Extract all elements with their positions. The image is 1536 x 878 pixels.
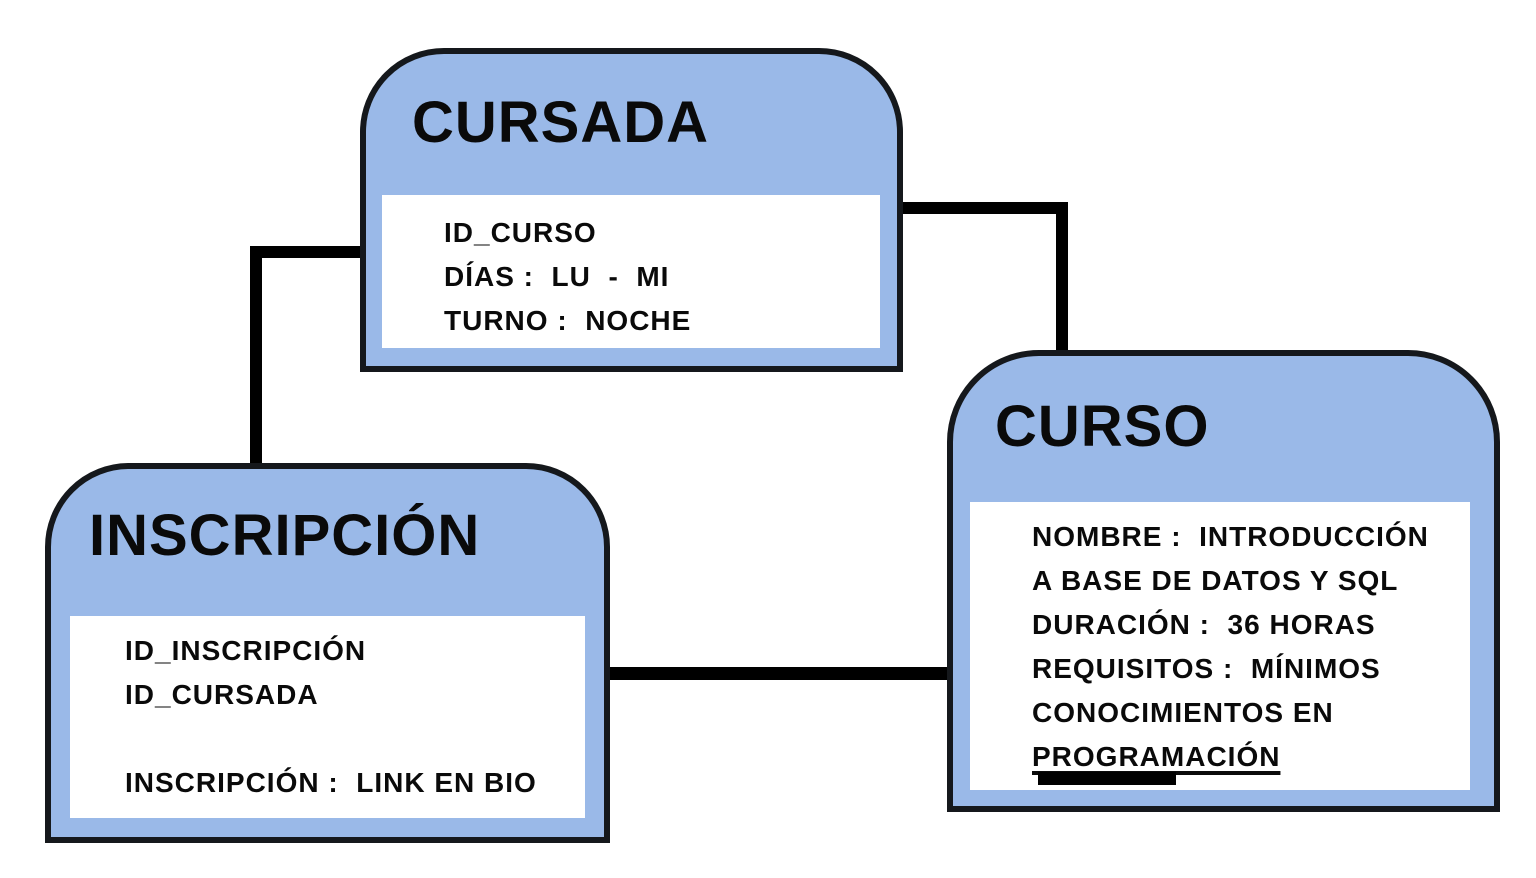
underlined-word-programacion: PROGRAMACIÓN: [1032, 741, 1281, 772]
field-nombre-line1: NOMBRE : INTRODUCCIÓN: [1032, 521, 1429, 552]
connector-cursada-curso-vertical: [1056, 202, 1068, 352]
field-id-inscripcion: ID_INSCRIPCIÓN: [125, 635, 367, 666]
entity-inscripcion-attributes: ID_INSCRIPCIÓN ID_CURSADA INSCRIPCIÓN : …: [70, 616, 585, 818]
connector-cursada-inscripcion-horizontal: [250, 246, 362, 258]
field-requisitos-line2: CONOCIMIENTOS EN: [1032, 697, 1334, 728]
connector-inscripcion-curso-horizontal: [608, 667, 949, 680]
entity-cursada: CURSADA ID_CURSO DÍAS : LU - MI TURNO : …: [360, 48, 903, 372]
entity-cursada-title: CURSADA: [412, 90, 709, 155]
field-nombre-line2: A BASE DE DATOS Y SQL: [1032, 565, 1399, 596]
field-id-curso: ID_CURSO: [444, 217, 597, 248]
connector-cursada-inscripcion-vertical: [250, 246, 262, 465]
thick-underline-bar: [1038, 772, 1176, 785]
connector-cursada-curso-horizontal: [900, 202, 1068, 214]
field-requisitos-line1: REQUISITOS : MÍNIMOS: [1032, 653, 1381, 684]
entity-curso: CURSO NOMBRE : INTRODUCCIÓN A BASE DE DA…: [947, 350, 1500, 812]
field-programacion: PROGRAMACIÓN: [1032, 735, 1470, 779]
entity-cursada-attributes: ID_CURSO DÍAS : LU - MI TURNO : NOCHE: [382, 195, 880, 348]
field-dias: DÍAS : LU - MI: [444, 261, 670, 292]
field-duracion: DURACIÓN : 36 HORAS: [1032, 609, 1376, 640]
field-id-cursada: ID_CURSADA: [125, 679, 319, 710]
field-turno: TURNO : NOCHE: [444, 305, 692, 336]
entity-curso-title: CURSO: [995, 394, 1210, 459]
entity-inscripcion: INSCRIPCIÓN ID_INSCRIPCIÓN ID_CURSADA IN…: [45, 463, 610, 843]
entity-inscripcion-title: INSCRIPCIÓN: [89, 503, 481, 568]
field-inscripcion-link: INSCRIPCIÓN : LINK EN BIO: [125, 767, 537, 798]
entity-curso-attributes: NOMBRE : INTRODUCCIÓN A BASE DE DATOS Y …: [970, 502, 1470, 790]
